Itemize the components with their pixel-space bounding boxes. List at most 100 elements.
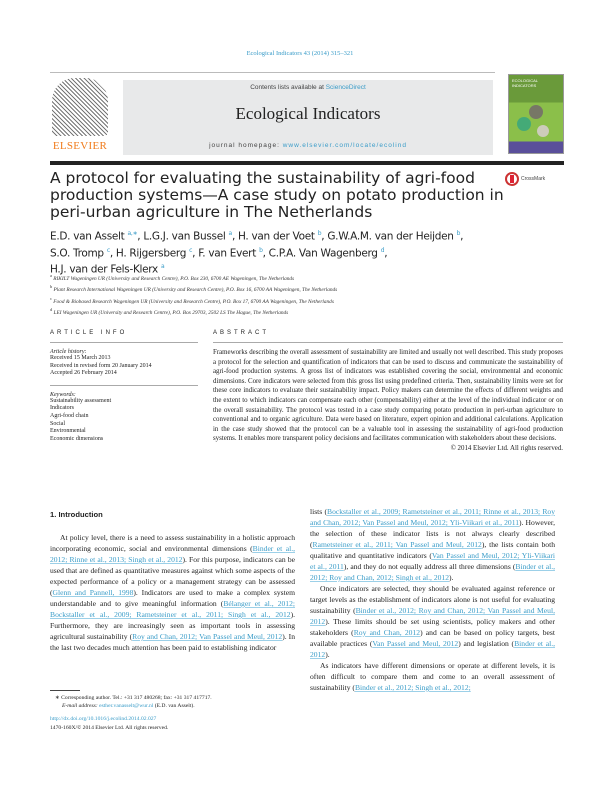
divider bbox=[50, 72, 495, 73]
author-affiliation-mark[interactable]: b bbox=[456, 230, 461, 237]
author[interactable]: G.W.A.M. van der Heijden bbox=[327, 230, 454, 243]
citation-link[interactable]: Binder et al., 2012; Roy and Chan, 2012;… bbox=[310, 606, 555, 626]
footnote-rule bbox=[50, 690, 80, 691]
affiliation-key: b bbox=[50, 284, 53, 290]
author[interactable]: H. van der Voet bbox=[238, 230, 315, 243]
journal-reference[interactable]: Ecological Indicators 43 (2014) 315–321 bbox=[246, 50, 354, 57]
body-text: ), the lists contain both qualitative an… bbox=[310, 540, 556, 560]
citation-link[interactable]: Bockstaller et al., 2009; Rametsteiner e… bbox=[310, 507, 556, 527]
keyword: Indicators bbox=[50, 405, 74, 412]
author[interactable]: S.O. Tromp bbox=[50, 247, 104, 259]
issn-line: 1470-160X/© 2014 Elsevier Ltd. All right… bbox=[50, 725, 169, 731]
author-affiliation-mark[interactable]: b bbox=[317, 230, 322, 237]
body-text: ) and legislation ( bbox=[458, 639, 515, 648]
doi-block: http://dx.doi.org/10.1016/j.ecolind.2014… bbox=[50, 715, 168, 733]
citation-link[interactable]: Roy and Chan, 2012; Van Passel and Meul,… bbox=[132, 632, 283, 641]
article-info-heading: ARTICLE INFO bbox=[50, 330, 128, 336]
body-text: ). Furthermore, they are increasingly se… bbox=[50, 610, 295, 641]
author[interactable]: L.G.J. van Bussel bbox=[143, 230, 226, 243]
citation-link[interactable]: Binder et al., 2012; Rinne et al., 2013;… bbox=[50, 544, 295, 564]
homepage-line: journal homepage: www.elsevier.com/locat… bbox=[123, 142, 493, 149]
citation-link[interactable]: Rametsteiner et al., 2011; Van Passel an… bbox=[312, 540, 482, 549]
author[interactable]: E.D. van Asselt bbox=[50, 230, 125, 243]
citation-link[interactable]: Van Passel and Meul, 2012 bbox=[372, 639, 459, 648]
body-text: ), and they do not equally address all t… bbox=[343, 562, 516, 571]
affiliation-key: c bbox=[50, 295, 52, 301]
divider bbox=[213, 342, 563, 343]
body-text: ). bbox=[325, 650, 330, 659]
abstract-heading: ABSTRACT bbox=[213, 330, 270, 336]
affiliation: a RIKILT Wageningen UR (University and R… bbox=[50, 272, 550, 283]
citation-link[interactable]: Binder et al., 2012; Roy and Chan, 2012;… bbox=[310, 562, 555, 582]
keyword: Agri-food chain bbox=[50, 412, 89, 419]
history-item: Accepted 26 February 2014 bbox=[50, 370, 117, 377]
email-line: E-mail address: esther.vanasselt@wur.nl … bbox=[55, 702, 305, 710]
author[interactable]: H. Rijgersberg bbox=[115, 247, 187, 259]
affiliation-text: Plant Research International Wageningen … bbox=[53, 287, 338, 294]
affiliation: c Food & Biobased Research Wageningen UR… bbox=[50, 295, 550, 306]
contents-prefix: Contents lists available at bbox=[250, 84, 326, 91]
body-left-column: At policy level, there is a need to asse… bbox=[50, 532, 295, 653]
keyword: Sustainability assessment bbox=[50, 397, 112, 404]
sciencedirect-link[interactable]: ScienceDirect bbox=[325, 84, 366, 91]
copyright: © 2014 Elsevier Ltd. All rights reserved… bbox=[450, 444, 563, 452]
citation-link[interactable]: Glenn and Pannell, 1998 bbox=[52, 588, 134, 597]
elsevier-tree-icon bbox=[52, 78, 108, 136]
history-item: Received in revised form 20 January 2014 bbox=[50, 362, 152, 369]
body-text: ). However, the selection of these indic… bbox=[310, 518, 555, 549]
author-affiliation-mark[interactable]: c bbox=[106, 246, 110, 254]
abstract-text: Frameworks describing the overall assess… bbox=[213, 349, 563, 443]
email-label: E-mail address: bbox=[62, 703, 100, 709]
citation-link[interactable]: Roy and Chan, 2012 bbox=[353, 628, 421, 637]
body-text: At policy level, there is a need to asse… bbox=[50, 533, 295, 553]
author-affiliation-mark[interactable]: a,∗ bbox=[127, 230, 138, 237]
keywords-label: Keywords: bbox=[50, 391, 76, 398]
keyword: Social bbox=[50, 420, 65, 427]
paragraph: At policy level, there is a need to asse… bbox=[50, 532, 295, 653]
author-affiliation-mark[interactable]: b bbox=[259, 246, 263, 254]
author[interactable]: C.P.A. Van Wagenberg bbox=[268, 247, 378, 259]
divider bbox=[50, 342, 198, 343]
divider bbox=[50, 384, 198, 386]
keyword: Environmental bbox=[50, 428, 86, 435]
doi-link[interactable]: http://dx.doi.org/10.1016/j.ecolind.2014… bbox=[50, 716, 157, 722]
author-affiliation-mark[interactable]: a bbox=[228, 230, 233, 237]
header-rule bbox=[50, 161, 564, 165]
author-affiliation-mark[interactable]: a bbox=[161, 263, 165, 270]
affiliation: b Plant Research International Wageninge… bbox=[50, 283, 550, 294]
body-text: ). bbox=[449, 573, 454, 582]
author-list: E.D. van Asselt a,∗, L.G.J. van Bussel a… bbox=[50, 230, 464, 276]
homepage-link[interactable]: www.elsevier.com/locate/ecolind bbox=[282, 142, 407, 149]
body-text: Once indicators are selected, they shoul… bbox=[310, 584, 555, 615]
author-affiliation-mark[interactable]: c bbox=[189, 246, 193, 254]
body-text: ). In the last two decades much attentio… bbox=[50, 632, 295, 652]
author[interactable]: H.J. van der Fels-Klerx bbox=[50, 263, 158, 276]
crossmark-icon bbox=[505, 172, 519, 186]
publisher-name: ELSEVIER bbox=[52, 140, 108, 152]
history-item: Received 15 March 2013 bbox=[50, 355, 111, 361]
citation-link[interactable]: Bélanger et al., 2012; Bockstaller et al… bbox=[50, 599, 295, 619]
email-link[interactable]: esther.vanasselt@wur.nl bbox=[99, 703, 154, 709]
article-title: A protocol for evaluating the sustainabi… bbox=[50, 169, 504, 221]
body-text: ). Indicators are used to make a complex… bbox=[50, 588, 295, 608]
author-affiliation-mark[interactable]: d bbox=[380, 246, 385, 254]
homepage-prefix: journal homepage: bbox=[209, 142, 283, 149]
citation-link[interactable]: Binder et al., 2012; Singh et al., 2012; bbox=[354, 683, 471, 692]
affiliation-text: RIKILT Wageningen UR (University and Res… bbox=[53, 275, 295, 282]
citation-link[interactable]: Van Passel and Meul, 2012; Yli-Viikari e… bbox=[310, 551, 555, 571]
crossmark-button[interactable]: CrossMark bbox=[505, 172, 545, 186]
citation-link[interactable]: Binder et al., 2012 bbox=[310, 639, 555, 659]
affiliation-text: LEI Wageningen UR (University and Resear… bbox=[53, 309, 289, 316]
author[interactable]: F. van Evert bbox=[198, 247, 257, 259]
body-text: ) and can be based on policy targets, be… bbox=[310, 628, 555, 648]
body-text: As indicators have different dimensions … bbox=[310, 661, 555, 692]
cover-title: ECOLOGICAL INDICATORS bbox=[512, 78, 538, 88]
article-info: ARTICLE INFO Article history: Received 1… bbox=[50, 330, 198, 443]
abstract: ABSTRACT Frameworks describing the overa… bbox=[213, 330, 563, 454]
history-label: Article history: bbox=[50, 349, 87, 355]
affiliation-text: Food & Biobased Research Wageningen UR (… bbox=[53, 298, 334, 305]
footnote: ∗ Corresponding author. Tel.: +31 317 48… bbox=[55, 694, 305, 710]
paragraph: Once indicators are selected, they shoul… bbox=[310, 583, 555, 660]
email-suffix: (E.D. van Asselt). bbox=[153, 703, 195, 709]
